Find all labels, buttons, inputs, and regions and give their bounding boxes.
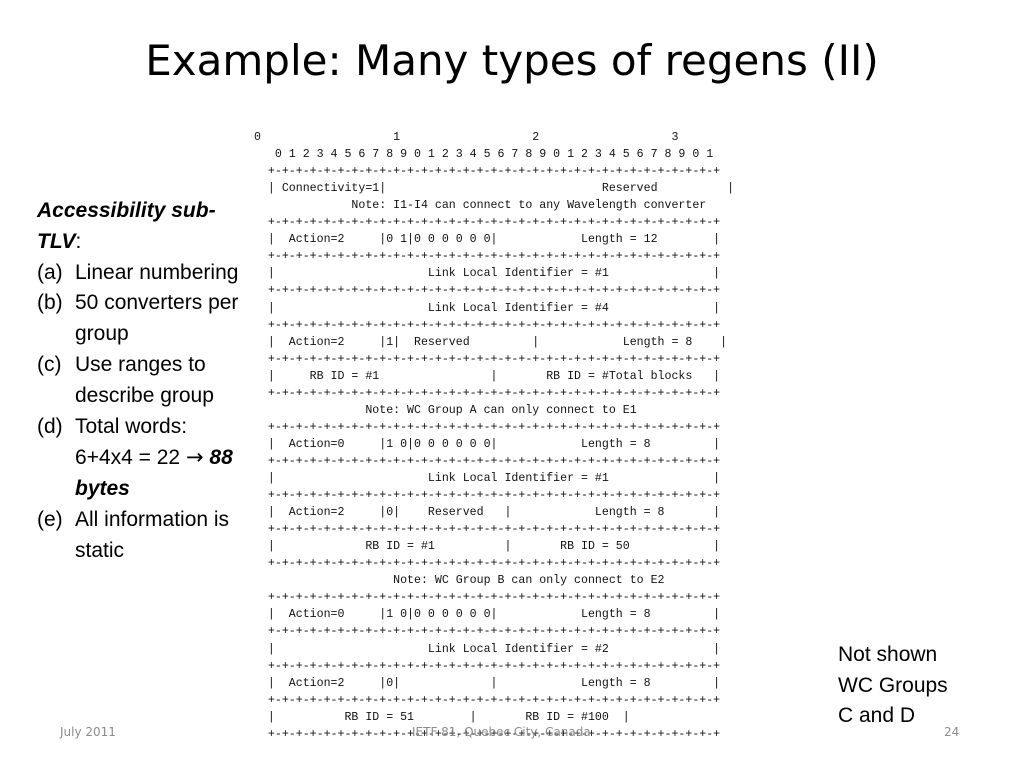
list-item: (c) Use ranges to describe group	[37, 350, 247, 412]
diagram-line: +-+-+-+-+-+-+-+-+-+-+-+-+-+-+-+-+-+-+-+-…	[254, 659, 721, 673]
diagram-line: +-+-+-+-+-+-+-+-+-+-+-+-+-+-+-+-+-+-+-+-…	[254, 386, 721, 400]
list-item-text: Linear numbering	[75, 260, 239, 284]
diagram-line: | RB ID = #1 | RB ID = 50 |	[254, 540, 721, 554]
diagram-line: | Action=0 |1 0|0 0 0 0 0 0| Length = 8 …	[254, 437, 721, 451]
diagram-line: Note: I1-I4 can connect to any Wavelengt…	[254, 199, 707, 213]
diagram-line: +-+-+-+-+-+-+-+-+-+-+-+-+-+-+-+-+-+-+-+-…	[254, 489, 721, 503]
list-marker: (b)	[37, 291, 63, 315]
diagram-line: | Action=2 |0 1|0 0 0 0 0 0| Length = 12…	[254, 233, 721, 247]
diagram-line: Note: WC Group A can only connect to E1	[254, 403, 637, 417]
diagram-line: +-+-+-+-+-+-+-+-+-+-+-+-+-+-+-+-+-+-+-+-…	[254, 693, 721, 707]
list-item: (d) Total words: 6+4x4 = 22 → 88 bytes	[37, 412, 247, 505]
diagram-line: +-+-+-+-+-+-+-+-+-+-+-+-+-+-+-+-+-+-+-+-…	[254, 625, 721, 639]
list-item: (a) Linear numbering	[37, 258, 247, 289]
diagram-line: | Action=2 |0| | Length = 8 |	[254, 676, 721, 690]
diagram-line: +-+-+-+-+-+-+-+-+-+-+-+-+-+-+-+-+-+-+-+-…	[254, 216, 721, 230]
diagram-line: | RB ID = 51 | RB ID = #100 |	[254, 710, 630, 724]
list-marker: (a)	[37, 260, 63, 284]
diagram-line: | Link Local Identifier = #4 |	[254, 301, 721, 315]
diagram-line: +-+-+-+-+-+-+-+-+-+-+-+-+-+-+-+-+-+-+-+-…	[254, 250, 721, 264]
list-item-text: Total words: 6+4x4 = 22 → 88 bytes	[75, 412, 247, 505]
total-words-text: Total words: 6+4x4 = 22	[75, 414, 188, 470]
diagram-line: +-+-+-+-+-+-+-+-+-+-+-+-+-+-+-+-+-+-+-+-…	[254, 727, 721, 741]
sidebar-heading-colon: :	[75, 229, 82, 253]
diagram-line: | Action=2 |1| Reserved | Length = 8 |	[254, 335, 728, 349]
diagram-line: 0 1 2 3 4 5 6 7 8 9 0 1 2 3 4 5 6 7 8 9 …	[254, 148, 714, 162]
diagram-line: +-+-+-+-+-+-+-+-+-+-+-+-+-+-+-+-+-+-+-+-…	[254, 284, 721, 298]
footer-date: July 2011	[60, 725, 116, 739]
diagram-line: | Link Local Identifier = #1 |	[254, 267, 721, 281]
diagram-line: +-+-+-+-+-+-+-+-+-+-+-+-+-+-+-+-+-+-+-+-…	[254, 591, 721, 605]
list-item: (b) 50 converters per group	[37, 288, 247, 350]
sidebar-heading-label: Accessibility sub-TLV	[37, 199, 216, 253]
not-shown-note: Not shown WC Groups C and D	[838, 643, 948, 727]
sidebar-heading: Accessibility sub-TLV:	[37, 196, 247, 258]
total-bytes-emphasis: 88 bytes	[75, 446, 233, 501]
list-marker: (e)	[37, 507, 63, 531]
diagram-line: | Action=0 |1 0|0 0 0 0 0 0| Length = 8 …	[254, 608, 721, 622]
diagram-line: +-+-+-+-+-+-+-+-+-+-+-+-+-+-+-+-+-+-+-+-…	[254, 523, 721, 537]
diagram-line: Note: WC Group B can only connect to E2	[254, 574, 665, 588]
diagram-line: +-+-+-+-+-+-+-+-+-+-+-+-+-+-+-+-+-+-+-+-…	[254, 165, 721, 179]
diagram-line: | Link Local Identifier = #2 |	[254, 642, 721, 656]
diagram-line: +-+-+-+-+-+-+-+-+-+-+-+-+-+-+-+-+-+-+-+-…	[254, 454, 721, 468]
diagram-line: +-+-+-+-+-+-+-+-+-+-+-+-+-+-+-+-+-+-+-+-…	[254, 352, 721, 366]
list-marker: (c)	[37, 352, 62, 376]
page-number: 24	[944, 725, 960, 739]
list-item: (e) All information is static	[37, 505, 247, 567]
diagram-line: | Action=2 |0| Reserved | Length = 8 |	[254, 506, 721, 520]
diagram-line: | RB ID = #1 | RB ID = #Total blocks |	[254, 369, 721, 383]
list-item-text: Use ranges to describe group	[75, 352, 214, 407]
diagram-line: | Connectivity=1| Reserved |	[254, 182, 735, 196]
diagram-line: 0 1 2 3	[254, 131, 679, 144]
right-arrow-icon: →	[185, 445, 204, 470]
packet-format-diagram: 0 1 2 3 0 1 2 3 4 5 6 7 8 9 0 1 2 3 4 5 …	[254, 129, 794, 741]
diagram-line: | Link Local Identifier = #1 |	[254, 472, 721, 485]
list-item-text: All information is static	[75, 507, 230, 562]
diagram-line: +-+-+-+-+-+-+-+-+-+-+-+-+-+-+-+-+-+-+-+-…	[254, 420, 721, 434]
slide-title: Example: Many types of regens (II)	[145, 36, 879, 85]
footer-event: IETF 81, Quebec City, Canada	[412, 725, 591, 739]
diagram-line: +-+-+-+-+-+-+-+-+-+-+-+-+-+-+-+-+-+-+-+-…	[254, 557, 721, 571]
list-marker: (d)	[37, 414, 63, 438]
diagram-line: +-+-+-+-+-+-+-+-+-+-+-+-+-+-+-+-+-+-+-+-…	[254, 318, 721, 332]
list-item-text: 50 converters per group	[75, 291, 239, 346]
accessibility-sidebar: Accessibility sub-TLV: (a) Linear number…	[37, 196, 247, 567]
